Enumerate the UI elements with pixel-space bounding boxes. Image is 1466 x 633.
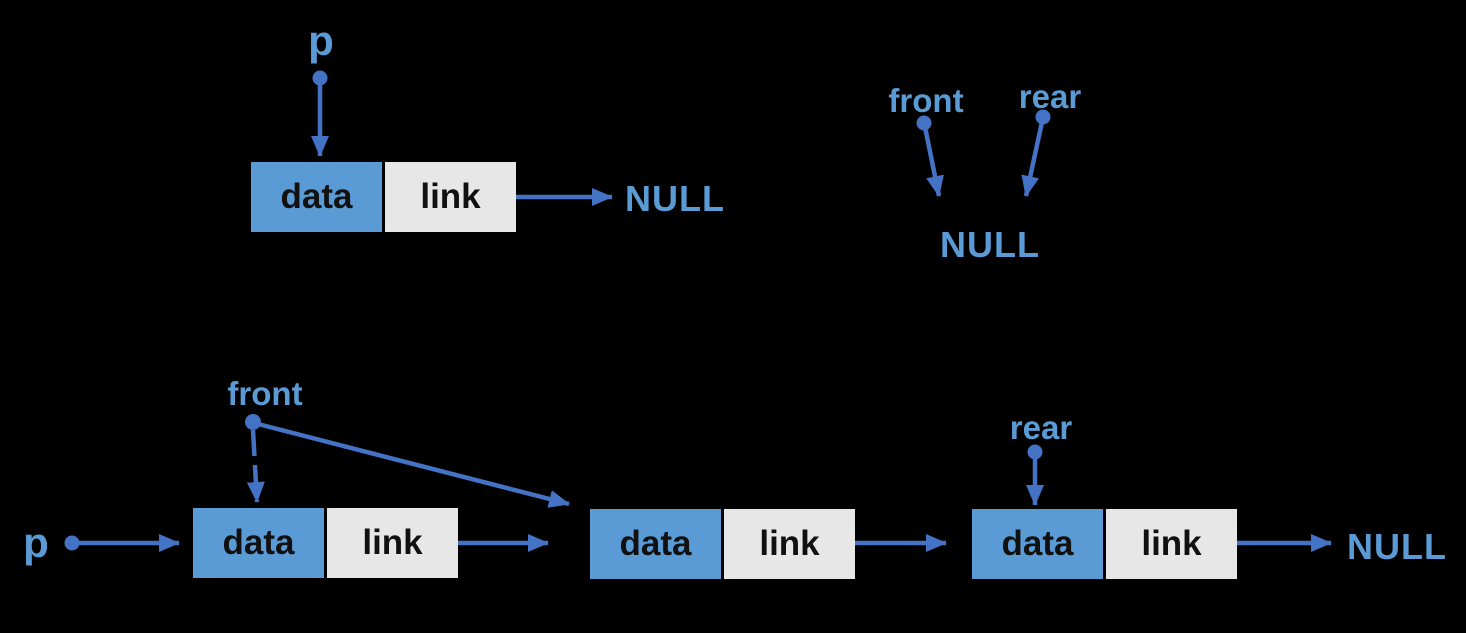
queue-node-3-data-cell: data <box>972 509 1103 579</box>
single-node-data-cell: data <box>251 162 382 232</box>
null-label-list: NULL <box>1347 526 1447 567</box>
rear-to-node3-arrow <box>1026 444 1044 506</box>
queue-node-1: data link <box>193 508 458 578</box>
null-label-empty: NULL <box>940 224 1040 265</box>
queue-node-1-data-cell: data <box>193 508 324 578</box>
front-to-node2-arrow <box>257 421 570 508</box>
queue-node-1-link-cell: link <box>327 508 458 578</box>
queue-node-2: data link <box>590 509 855 579</box>
rear-to-null-arrow <box>1021 109 1051 197</box>
single-node-link-cell: link <box>385 162 516 232</box>
front-label-empty: front <box>888 82 964 119</box>
null-label-single: NULL <box>625 178 725 219</box>
front-to-null-arrow <box>916 115 944 197</box>
queue-node-2-data-cell: data <box>590 509 721 579</box>
queue-node-3-link-cell: link <box>1106 509 1237 579</box>
queue-node-2-link-cell: link <box>724 509 855 579</box>
pointer-p-label-list: p <box>23 519 49 566</box>
rear-label-list: rear <box>1009 409 1073 446</box>
queue-node-3: data link <box>972 509 1237 579</box>
front-label-list: front <box>227 375 303 412</box>
single-node: data link <box>251 162 516 232</box>
pointer-p-label-single: p <box>308 17 334 64</box>
front-to-node1-dashed-arrow <box>245 414 265 503</box>
p-to-node-arrow <box>311 70 329 157</box>
p-to-node1-arrow <box>64 534 180 552</box>
rear-label-empty: rear <box>1018 78 1082 115</box>
